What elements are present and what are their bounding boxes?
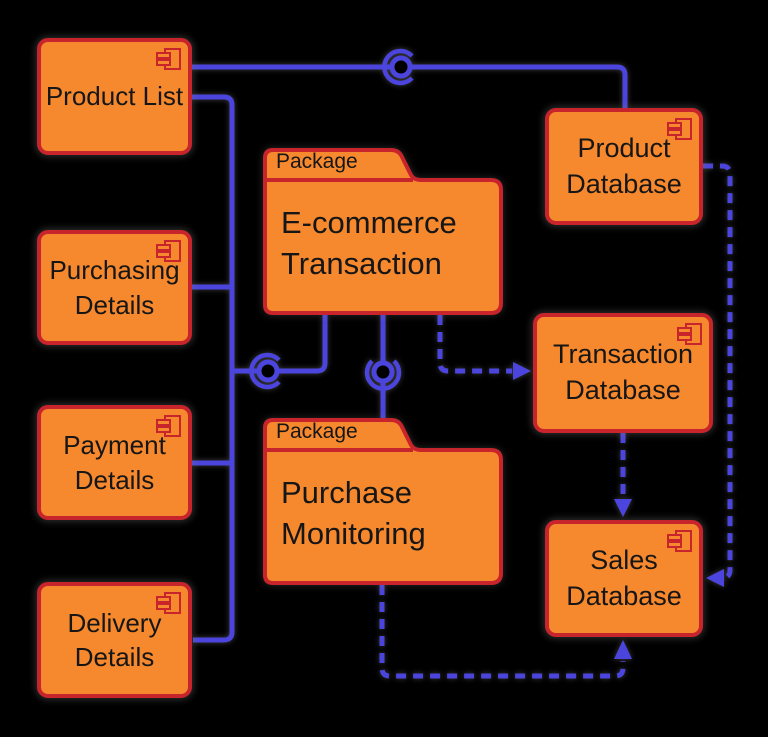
ball-interface-icon (389, 55, 413, 79)
ball-interface-icon (256, 359, 280, 383)
component-icon (677, 323, 702, 345)
package-folder-shape (263, 418, 503, 585)
dependency-arrowhead (614, 499, 632, 517)
connector-bus-to-ecommerce (232, 315, 328, 374)
package-folder-shape (263, 148, 503, 315)
dependency-arrowhead (513, 362, 531, 380)
component-product-database: Product Database (545, 108, 703, 225)
package-ecommerce-transaction: Package E-commerce Transaction (263, 148, 503, 315)
component-icon (667, 530, 692, 552)
component-icon (667, 118, 692, 140)
component-icon (156, 592, 181, 614)
socket-interface-icon (382, 48, 414, 86)
component-delivery-details: Delivery Details (37, 582, 192, 698)
package-tab-label: Package (276, 420, 358, 443)
package-tab-label: Package (276, 150, 358, 173)
component-label: Transaction Database (552, 339, 694, 405)
connector-product-list-to-product-database (192, 64, 628, 108)
socket-interface-icon (364, 359, 402, 391)
component-label: Sales Database (566, 544, 682, 611)
component-label: Product List (45, 81, 184, 112)
component-payment-details: Payment Details (37, 405, 192, 520)
component-icon (156, 240, 181, 262)
connector-left-bus (192, 94, 235, 643)
component-purchasing-details: Purchasing Details (37, 230, 192, 345)
dependency-ecommerce-to-transaction-db (437, 315, 512, 374)
component-label: Delivery Details (67, 607, 162, 672)
component-label: Payment Details (63, 430, 166, 495)
package-purchase-monitoring: Package Purchase Monitoring (263, 418, 503, 585)
dependency-product-db-to-sales-db (703, 163, 733, 581)
dependency-arrowhead (706, 569, 724, 587)
component-product-list: Product List (37, 38, 192, 155)
dependency-arrowhead (614, 640, 632, 659)
component-transaction-database: Transaction Database (533, 313, 713, 433)
dependency-purchase-monitoring-to-sales-db (379, 585, 626, 679)
package-title: Purchase Monitoring (281, 475, 426, 551)
component-sales-database: Sales Database (545, 520, 703, 637)
component-icon (156, 415, 181, 437)
component-label: Product Database (566, 132, 682, 199)
package-title: E-commerce Transaction (281, 205, 457, 281)
component-label: Purchasing Details (49, 255, 180, 320)
socket-interface-icon (249, 352, 281, 390)
ball-interface-icon (371, 360, 395, 384)
component-icon (156, 48, 181, 70)
